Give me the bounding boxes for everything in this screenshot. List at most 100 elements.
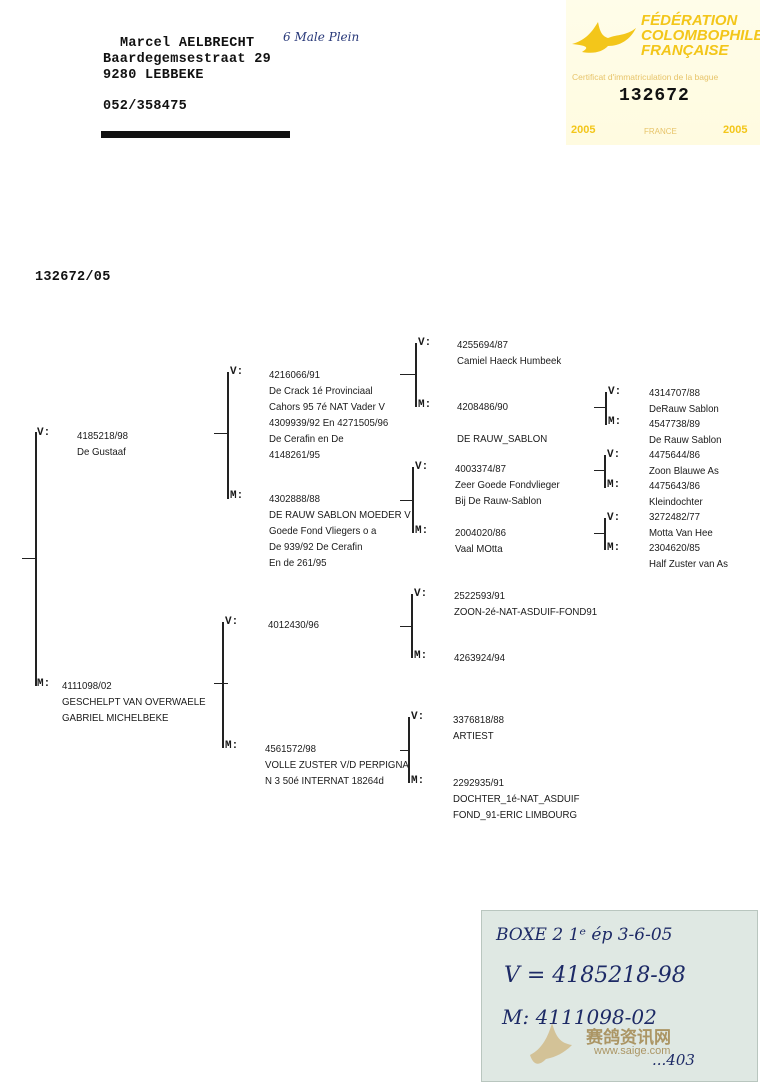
sire-label: V: (414, 588, 428, 600)
pigeon-note: N 3 50é INTERNAT 18264d (265, 775, 384, 787)
pigeon-note: Zeer Goede Fondvlieger (455, 479, 560, 491)
tree-line (594, 407, 606, 408)
dam-label: M: (418, 399, 432, 411)
ring-number: 4475644/86 (649, 449, 701, 461)
pigeon-note: Goede Fond Vliegers o a (269, 525, 377, 537)
pigeon-name: Zoon Blauwe As (649, 464, 719, 477)
sire-label: V: (37, 427, 51, 439)
dam-label: M: (411, 775, 425, 787)
ring-number: 4255694/87 (457, 339, 509, 351)
tree-line (214, 433, 228, 434)
dove-logo-icon (572, 22, 636, 53)
dam-label: M: (37, 678, 51, 690)
pigeon-note: De Cerafin en De (269, 433, 344, 445)
pigeon-note: ZOON-2é-NAT-ASDUIF-FOND91 (454, 606, 598, 618)
cert-year-right: 2005 (723, 124, 748, 136)
watermark-dove-icon (530, 1023, 572, 1064)
tree-line (604, 455, 606, 488)
sire-sire-entry: 4216066/91 De Crack 1é Provinciaal Cahor… (269, 367, 388, 463)
ring-number: 4302888/88 (269, 493, 321, 505)
ring-number: 2304620/85 (649, 542, 701, 554)
gen3-entry: 4003374/87 Zeer Goede Fondvlieger Bij De… (455, 461, 560, 509)
cert-number: 132672 (619, 86, 690, 106)
pigeon-name: GESCHELPT VAN OVERWAELE (62, 696, 206, 708)
tree-line (594, 533, 606, 534)
ring-number: 4561572/98 (265, 743, 317, 755)
owner-first-name: Marcel (120, 36, 171, 51)
owner-last-name: AELBRECHT (178, 36, 255, 51)
pigeon-name: DeRauw Sablon (649, 402, 719, 415)
pigeon-note: DE RAUW SABLON MOEDER V (269, 509, 411, 521)
pigeon-name: Vaal MOtta (455, 543, 503, 555)
pigeon-name: Kleindochter (649, 495, 703, 508)
gen3-entry: 4255694/87 Camiel Haeck Humbeek (457, 337, 561, 369)
pigeon-note: FOND_91-ERIC LIMBOURG (453, 809, 577, 821)
pigeon-note: 4309939/92 En 4271505/96 (269, 417, 389, 429)
tree-line (605, 392, 607, 425)
pigeon-note: Cahors 95 7é NAT Vader V (269, 401, 385, 413)
ring-number: 4475643/86 (649, 480, 701, 492)
owner-phone: 052/358475 (103, 99, 188, 114)
dam-label: M: (607, 479, 621, 491)
ring-number: 4314707/88 (649, 387, 701, 399)
pigeon-name: De Gustaaf (77, 446, 126, 458)
pigeon-note: De Crack 1é Provinciaal (269, 385, 373, 397)
ring-number: 4547738/89 (649, 418, 701, 430)
tree-line (412, 467, 414, 533)
certificate-panel: FÉDÉRATION COLOMBOPHILE FRANÇAISE Certif… (566, 0, 760, 145)
pigeon-name: Motta Van Hee (649, 526, 713, 539)
sire-entry: 4185218/98 De Gustaaf (77, 428, 128, 460)
sticky-line4: ...403 (652, 1051, 695, 1069)
cert-caption: Certificat d'immatriculation de la bague (572, 72, 719, 82)
pigeon-note: De 939/92 De Cerafin (269, 541, 363, 553)
dam-sire-entry: 4012430/96 (268, 617, 319, 633)
tree-line (400, 500, 414, 501)
ring-number: 3376818/88 (453, 714, 505, 726)
cert-country: FRANCE (644, 127, 677, 136)
pigeon-name: Half Zuster van As (649, 557, 728, 570)
tree-line (594, 470, 606, 471)
sire-label: V: (607, 512, 621, 524)
sire-label: V: (411, 711, 425, 723)
ring-number: 4111098/02 (62, 680, 112, 692)
sire-label: V: (415, 461, 429, 473)
ring-number: 4185218/98 (77, 430, 129, 442)
owner-name: Marcel AELBRECHT (120, 36, 254, 51)
dam-label: M: (607, 542, 621, 554)
ring-number: 2292935/91 (453, 777, 505, 789)
tree-line (222, 622, 224, 748)
ring-number: 2522593/91 (454, 590, 506, 602)
sire-label: V: (607, 449, 621, 461)
tree-line (411, 594, 413, 658)
dam-dam-entry: 4561572/98 VOLLE ZUSTER V/D PERPIGNA N 3… (265, 741, 409, 789)
gen3-entry: 4208486/90 (457, 399, 508, 415)
sticky-line3: M: 4111098-02 (502, 1005, 657, 1029)
gen3-entry: 3376818/88 ARTIEST (453, 712, 504, 744)
gen3-entry: 4263924/94 (454, 650, 505, 666)
ring-number: 3272482/77 (649, 511, 701, 523)
tree-line (415, 343, 417, 407)
dam-label: M: (230, 490, 244, 502)
watermark-url: www.saige.com (594, 1045, 671, 1057)
tree-line (408, 717, 410, 783)
header-divider (101, 131, 290, 138)
ring-number: 4012430/96 (268, 619, 320, 631)
ring-number: 4263924/94 (454, 652, 506, 664)
owner-city: 9280 LEBBEKE (103, 68, 204, 83)
ring-number: 4208486/90 (457, 401, 509, 413)
dam-label: M: (415, 525, 429, 537)
sticky-note: BOXE 2 1ᵉ ép 3-6-05 V = 4185218-98 M: 41… (481, 910, 758, 1082)
sticky-line2: V = 4185218-98 (504, 963, 686, 988)
dam-label: M: (225, 740, 239, 752)
owner-street: Baardegemsestraat 29 (103, 52, 272, 67)
tree-line (35, 432, 37, 686)
handwritten-note: 6 Male Plein (283, 30, 360, 44)
gen3-entry: 2004020/86 Vaal MOtta (455, 525, 506, 557)
tree-line (227, 372, 229, 499)
pigeon-note: GABRIEL MICHELBEKE (62, 712, 169, 724)
tree-line (604, 518, 606, 550)
sire-label: V: (230, 366, 244, 378)
cert-org-line1: FÉDÉRATION (641, 12, 738, 29)
sire-label: V: (608, 386, 622, 398)
sire-label: V: (418, 337, 432, 349)
